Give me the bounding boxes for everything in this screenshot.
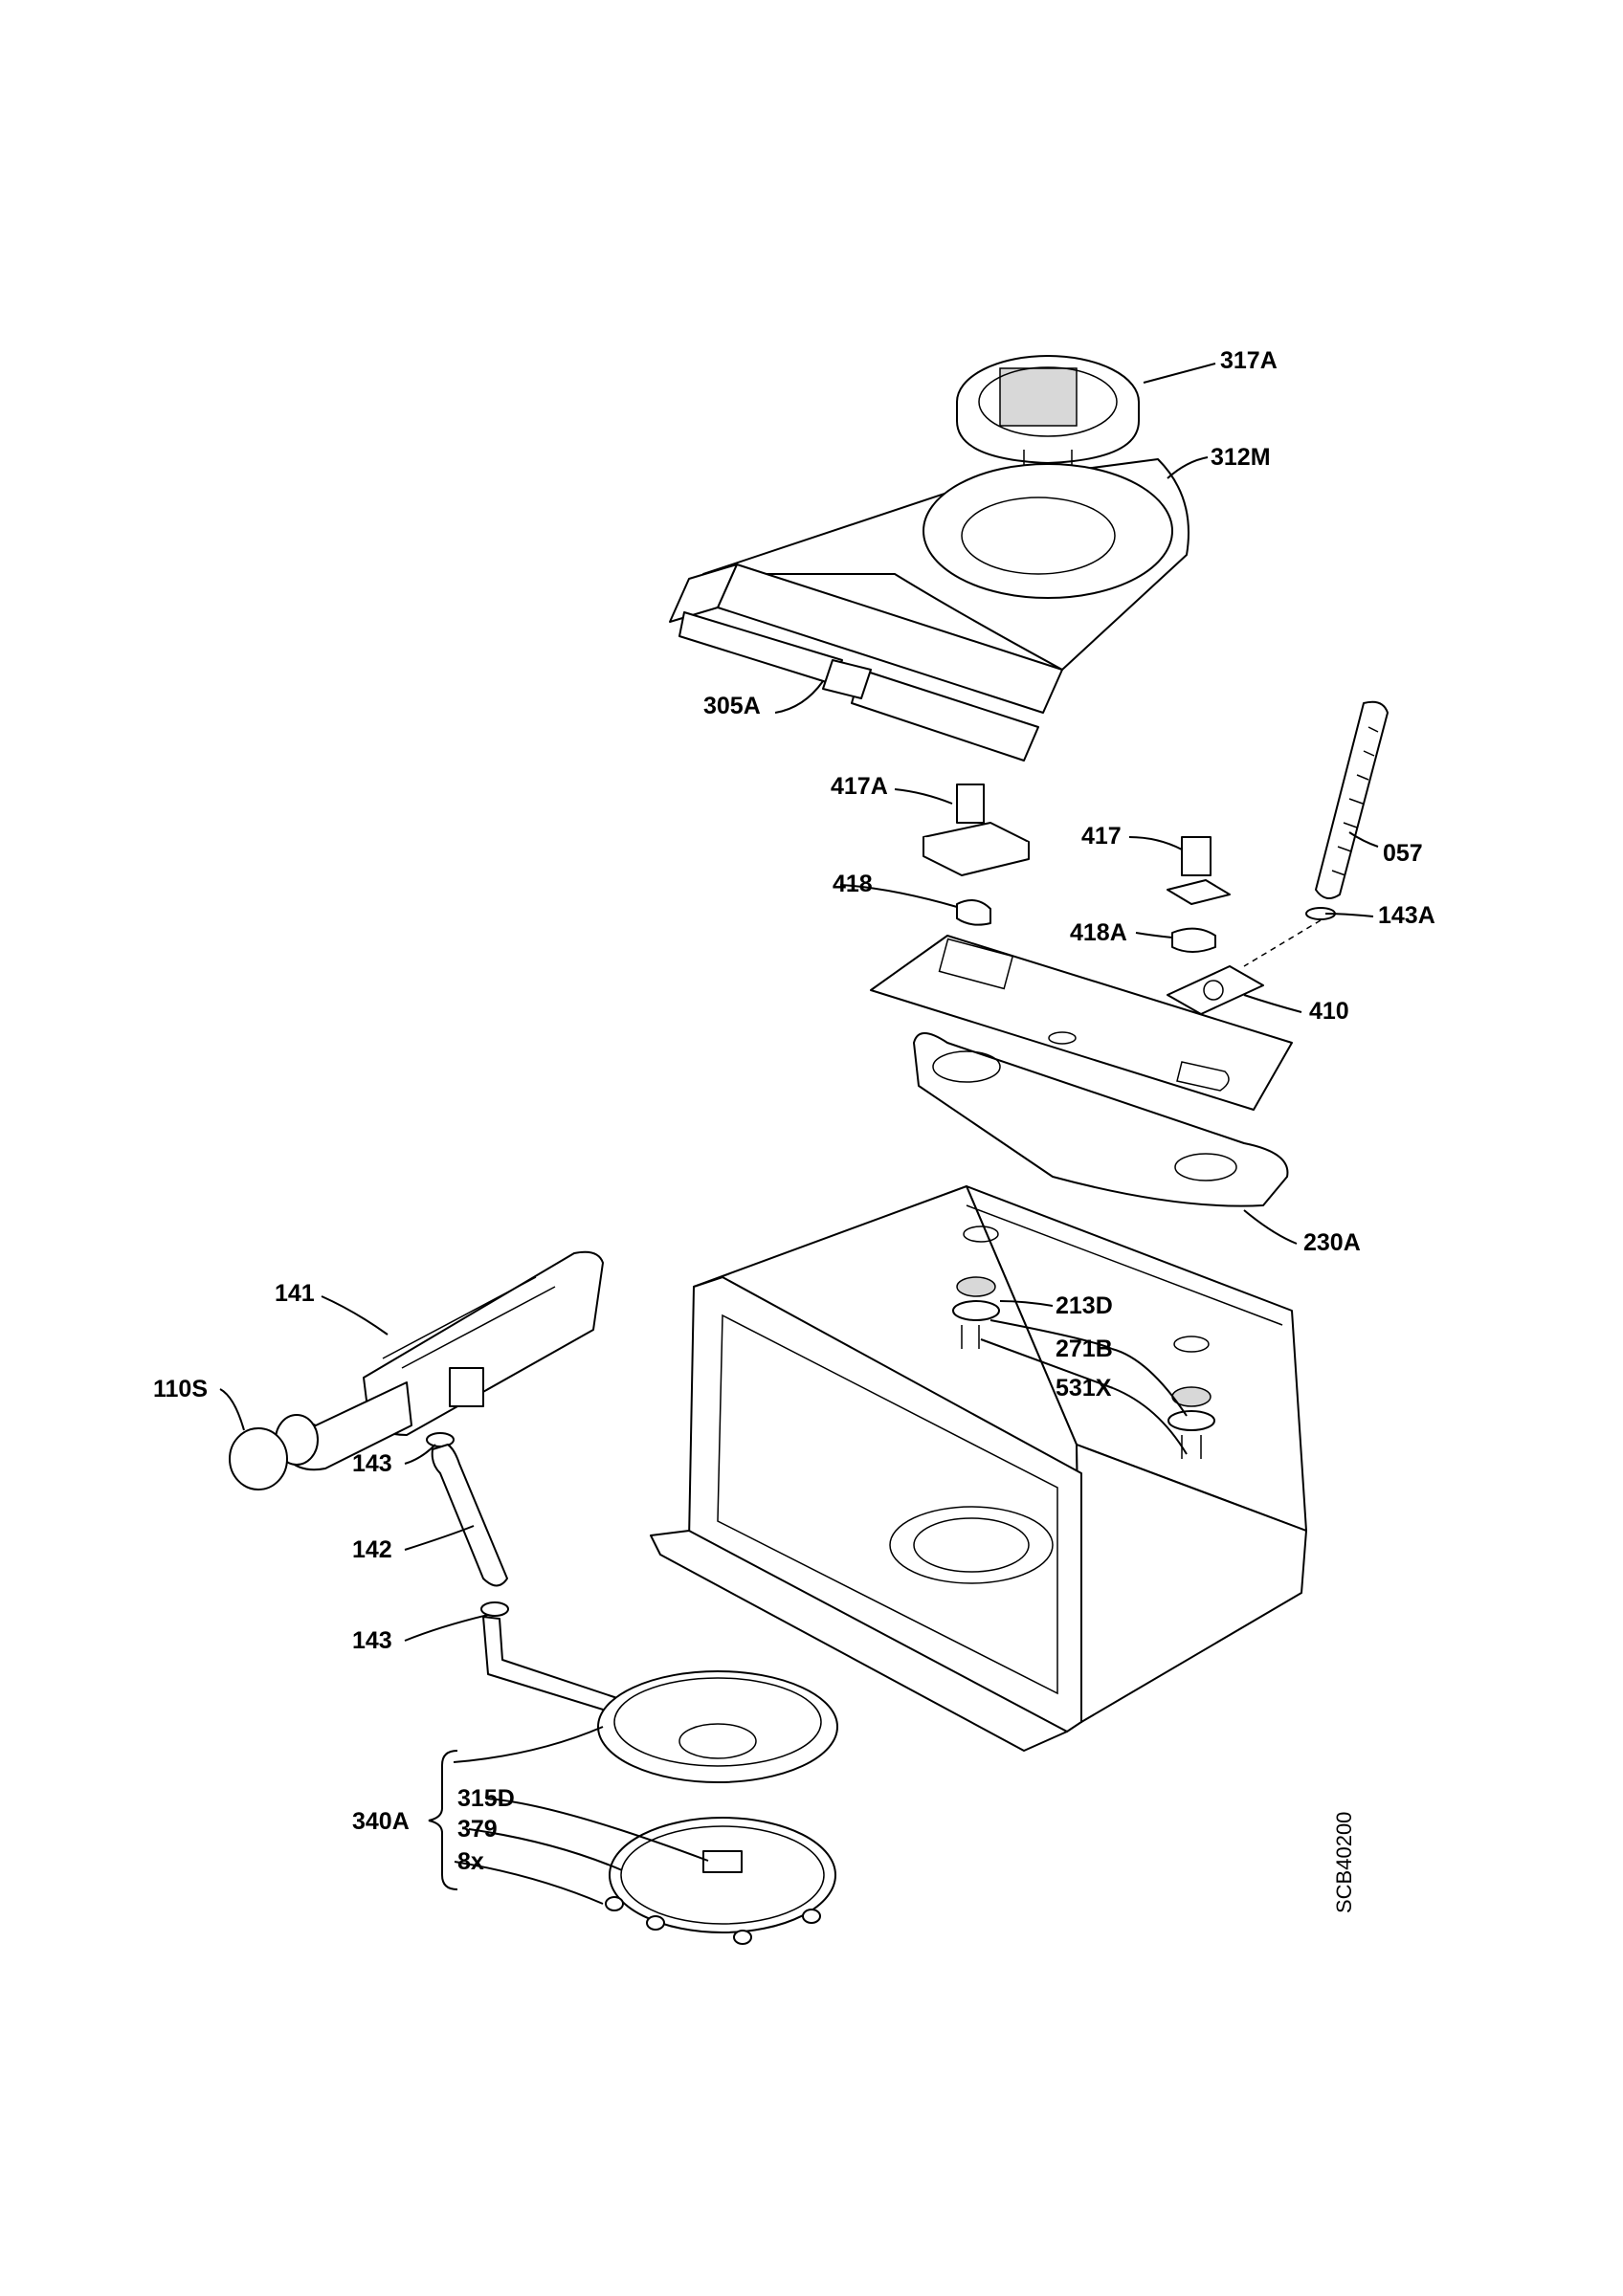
burner-dish-part [597,1670,838,1945]
fan-motor-part [956,355,1140,470]
oven-cavity-part [650,1185,1307,1752]
callout-8x: 8x [457,1848,484,1875]
thermostat-parts [923,784,1264,1015]
callout-312M: 312M [1211,444,1271,471]
callout-271B: 271B [1056,1336,1113,1362]
fan-cover-part [702,458,1189,671]
callout-417: 417 [1081,823,1122,850]
callout-305A: 305A [703,693,761,719]
callout-417A: 417A [831,773,888,800]
callout-143A: 143A [1378,902,1435,929]
callout-379: 379 [457,1816,498,1843]
callout-labels: 317A 312M 305A 417A 417 057 418 143A 418… [153,347,1435,1913]
callout-057: 057 [1383,840,1423,867]
burner-part [229,1250,604,1490]
callout-141: 141 [275,1280,315,1307]
callout-142: 142 [352,1536,392,1563]
callout-418A: 418A [1070,919,1127,946]
callout-531X: 531X [1056,1375,1112,1402]
callout-143-upper: 143 [352,1450,392,1477]
leader-lines [219,363,1379,1905]
callout-110S: 110S [153,1376,208,1402]
drain-hose-part [1243,700,1389,967]
gas-pipe-part [426,1432,618,1713]
callout-410: 410 [1309,998,1349,1025]
callout-418: 418 [833,871,873,897]
callout-315D: 315D [457,1785,515,1812]
callout-230A: 230A [1303,1229,1361,1256]
callout-213D: 213D [1056,1292,1113,1319]
drawing-code: SCB40200 [1332,1812,1356,1913]
air-duct-part [669,563,1063,762]
callout-317A: 317A [1220,347,1278,374]
gasket-part [913,1032,1289,1207]
cover-plate-part [870,935,1293,1111]
callout-340A: 340A [352,1808,410,1835]
callout-143-lower: 143 [352,1627,392,1654]
